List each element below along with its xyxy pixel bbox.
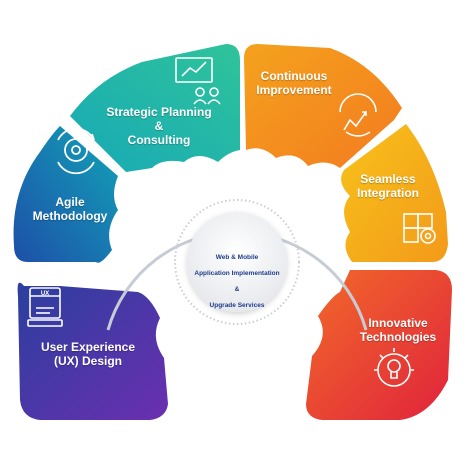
segment-label-continuous: Continuous Improvement [256, 69, 332, 97]
center-line-2: Application Implementation [194, 270, 280, 277]
segment-continuous [244, 44, 402, 168]
center-title: Web & Mobile Application Implementation … [180, 246, 294, 310]
segment-innovative [306, 270, 452, 420]
segment-agile [13, 126, 118, 263]
ux-icon-text: UX [41, 291, 49, 297]
center-line-4: Upgrade Services [209, 302, 265, 309]
presentation-board-icon [175, 57, 221, 105]
center-dotted-ring [174, 199, 300, 325]
segment-label-strategic: Strategic Planning & Consulting [106, 105, 212, 147]
segment-label-ux: User Experience (UX) Design [40, 340, 136, 368]
center-line-3: & [234, 286, 240, 293]
segment-ux [17, 282, 168, 420]
segment-label-seamless: Seamless Integration [357, 172, 419, 200]
ux-window-icon [27, 287, 63, 327]
growth-arrows-icon [339, 93, 377, 137]
segment-label-innovative: Innovative Technologies [359, 316, 437, 344]
puzzle-gear-icon [403, 213, 436, 244]
center-line-1: Web & Mobile [215, 254, 259, 261]
segment-label-agile: Agile Methodology [32, 195, 108, 223]
center-circle [187, 212, 287, 312]
lightbulb-gear-icon [374, 348, 414, 387]
gear-cycle-icon [57, 127, 95, 175]
segment-strategic [70, 44, 240, 172]
